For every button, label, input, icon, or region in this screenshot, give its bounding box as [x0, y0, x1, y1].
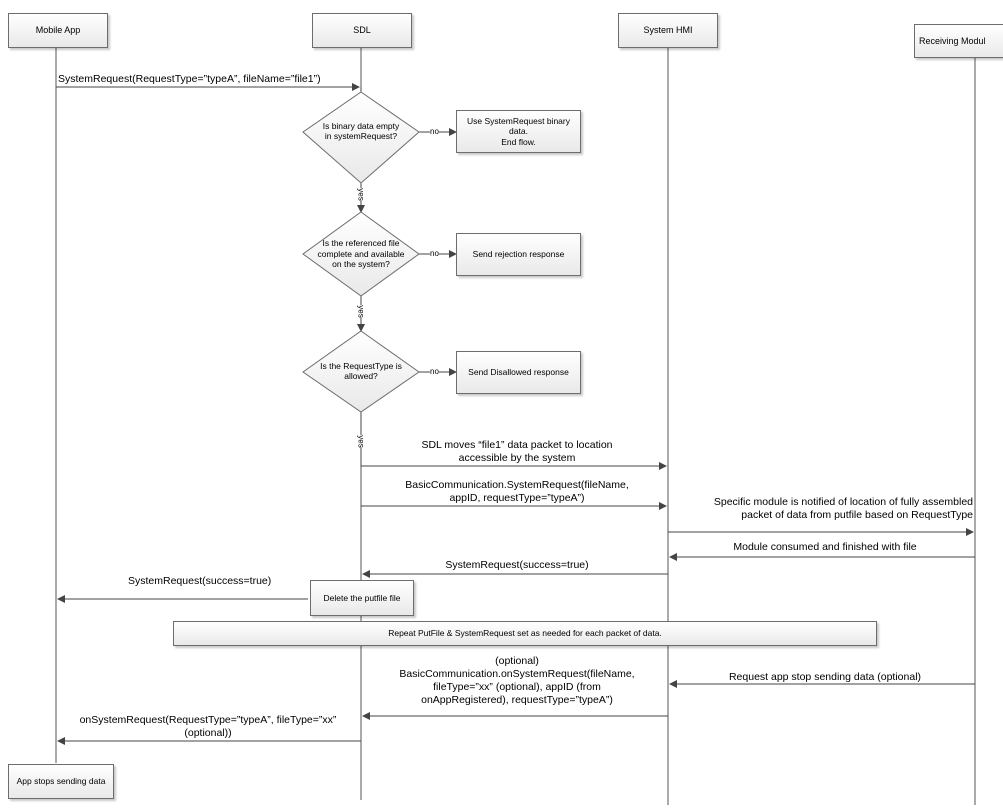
message-label-m9: (optional) BasicCommunication.onSystemRe… — [372, 655, 662, 707]
message-label-m10: onSystemRequest(RequestType=”typeA”, fil… — [58, 714, 358, 740]
branch-label-yes-2: yes — [356, 305, 366, 318]
decision-text-2: Is the referenced file complete and avai… — [317, 238, 405, 270]
message-label-m3-line2: appID, requestType=”typeA”) — [449, 492, 585, 504]
note-app-stops-sending: App stops sending data — [8, 764, 114, 799]
message-label-m5: Module consumed and finished with file — [733, 541, 917, 553]
message-label-m4: Specific module is notified of location … — [664, 496, 973, 522]
message-label-m3-line1: BasicCommunication.SystemRequest(fileNam… — [405, 479, 629, 491]
lane-header-sdl: SDL — [312, 13, 412, 48]
branch-label-no-3: no — [430, 367, 439, 376]
message-label-m4-line1: Specific module is notified of location … — [713, 496, 973, 508]
message-label-m9-line3: fileType=”xx” (optional), appID (from — [433, 681, 601, 693]
decision-text-3: Is the RequestType is allowed? — [320, 360, 402, 382]
note-repeat-putfile: Repeat PutFile & SystemRequest set as ne… — [173, 621, 877, 646]
decision-text-1: Is binary data empty in systemRequest? — [322, 120, 400, 142]
message-label-m9-line4: onAppRegistered), requestType=”typeA”) — [421, 694, 613, 706]
message-label-m7: SystemRequest(success=true) — [128, 575, 272, 587]
outcome-box-binary-data: Use SystemRequest binary data. End flow. — [456, 110, 581, 153]
message-label-m9-line1: (optional) — [495, 655, 539, 667]
message-label-m4-line2: packet of data from putfile based on Req… — [741, 509, 973, 521]
decision-diamond-1 — [302, 91, 420, 184]
message-label-m10-line2: (optional)) — [184, 727, 232, 739]
outcome-box-rejection: Send rejection response — [456, 233, 581, 276]
outcome-text-1a: Use SystemRequest binary — [467, 115, 570, 126]
message-label-m6: SystemRequest(success=true) — [445, 559, 589, 571]
message-label-m3: BasicCommunication.SystemRequest(fileNam… — [372, 479, 662, 505]
message-label-m10-line1: onSystemRequest(RequestType=”typeA”, fil… — [79, 714, 337, 726]
decision-diamond-3 — [302, 330, 420, 413]
message-label-m2-line1: SDL moves “file1” data packet to locatio… — [421, 439, 613, 451]
outcome-box-disallowed: Send Disallowed response — [456, 351, 581, 394]
branch-label-no-1: no — [430, 127, 439, 136]
outcome-text-1c: End flow. — [501, 136, 536, 147]
branch-label-yes-3: yes — [356, 435, 366, 448]
message-label-m2-line2: accessible by the system — [458, 452, 576, 464]
message-label-m2: SDL moves “file1” data packet to locatio… — [372, 439, 662, 465]
message-label-m9-line2: BasicCommunication.onSystemRequest(fileN… — [399, 668, 635, 680]
lane-header-system-hmi: System HMI — [618, 13, 718, 48]
branch-label-no-2: no — [430, 249, 439, 258]
lane-header-receiving-module: Receiving Modul — [914, 24, 1003, 58]
outcome-text-1b: data. — [509, 126, 528, 137]
note-delete-putfile: Delete the putfile file — [310, 580, 414, 616]
message-label-m8: Request app stop sending data (optional) — [728, 671, 922, 683]
lane-header-mobile-app: Mobile App — [8, 13, 108, 48]
decision-diamond-2 — [302, 211, 420, 297]
branch-label-yes-1: yes — [356, 188, 366, 201]
message-label-m1: SystemRequest(RequestType=”typeA”, fileN… — [58, 73, 321, 85]
